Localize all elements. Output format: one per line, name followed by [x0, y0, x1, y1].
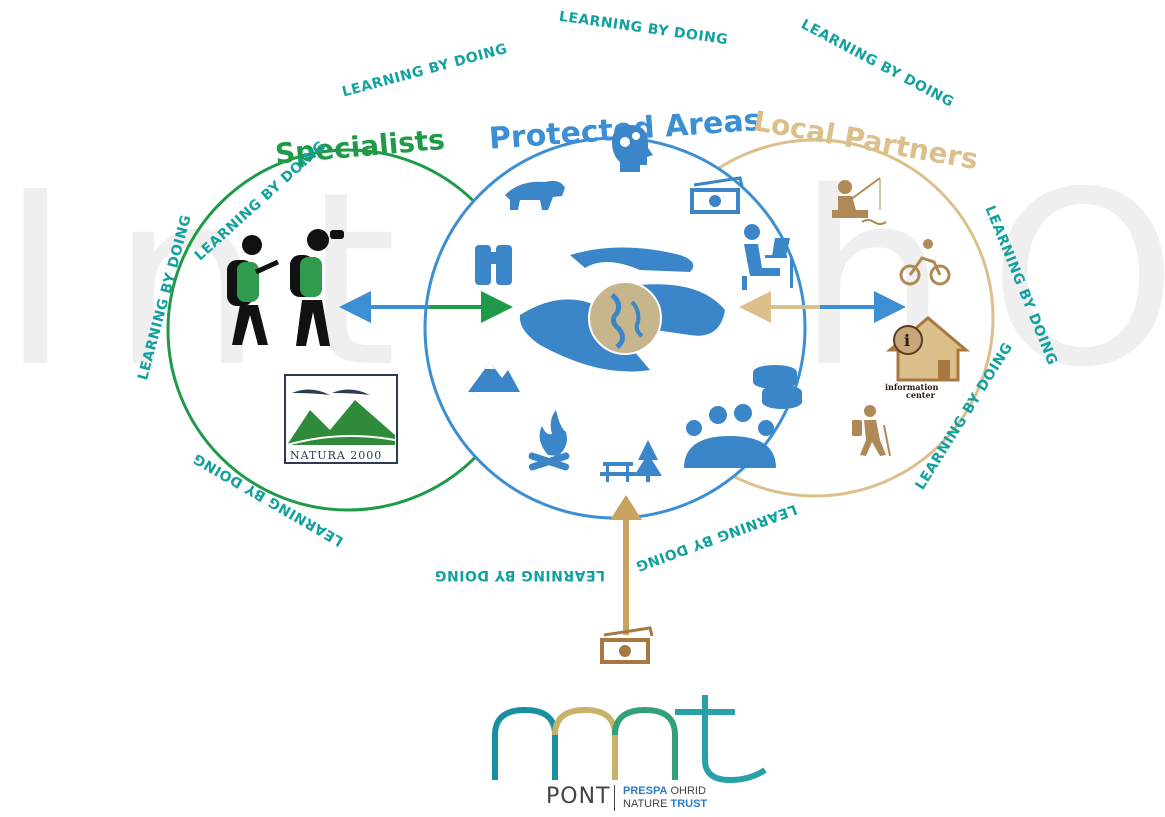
money-icon-protected [690, 176, 744, 214]
pont-wordmark: PONT [546, 784, 611, 809]
pont-sub1-rest: OHRID [667, 785, 706, 797]
laptop-worker-icon [742, 224, 793, 290]
birdwatcher-figures-icon [227, 229, 344, 346]
bear-icon [505, 180, 565, 210]
learning-text-bottom-center: LEARNING BY DOING [435, 567, 605, 583]
funding-money-icon [600, 626, 654, 664]
pont-logo-mark [492, 695, 767, 784]
natura-2000-label: NATURA 2000 [290, 449, 382, 462]
pont-sub2-rest: NATURE [623, 798, 671, 810]
natura-2000-logo: NATURA 2000 [284, 374, 398, 464]
brain-gears-icon [612, 125, 653, 172]
coins-icon [753, 365, 802, 409]
info-house-icon: i information center [885, 316, 971, 400]
learning-text-top-1: LEARNING BY DOING [340, 41, 509, 101]
local-partners-title: Local Partners [751, 104, 980, 176]
hands-globe-icon [519, 247, 725, 372]
learning-text-top-3: LEARNING BY DOING [798, 17, 956, 111]
info-center-line2: center [906, 390, 936, 400]
learning-text-right-1: LEARNING BY DOING [981, 204, 1060, 368]
learning-text-top-2: LEARNING BY DOING [558, 9, 729, 49]
pont-logo: PONT PRESPA OHRID NATURE TRUST [480, 690, 780, 815]
pont-sub1-bold: PRESPA [623, 785, 668, 797]
pont-subtitle-line1: PRESPA OHRID [623, 785, 706, 797]
picnic-tree-icon [600, 440, 662, 482]
meeting-people-icon [684, 404, 776, 468]
learning-text-bottom-left: LEARNING BY DOING [191, 450, 347, 549]
arrow-funding-head [610, 495, 642, 520]
fishing-icon [832, 177, 887, 225]
hiking-icon [852, 405, 891, 457]
campfire-icon [528, 410, 570, 471]
info-center-line1: information [885, 382, 939, 392]
pont-sub2-bold: TRUST [670, 798, 708, 810]
binoculars-icon [475, 245, 512, 285]
pont-subtitle-line2: NATURE TRUST [623, 798, 707, 810]
learning-text-left-1: LEARNING BY DOING [135, 213, 195, 382]
mountain-icon [468, 362, 520, 392]
pont-divider [614, 785, 615, 811]
cycling-icon [899, 239, 951, 286]
svg-text:i: i [904, 331, 910, 350]
